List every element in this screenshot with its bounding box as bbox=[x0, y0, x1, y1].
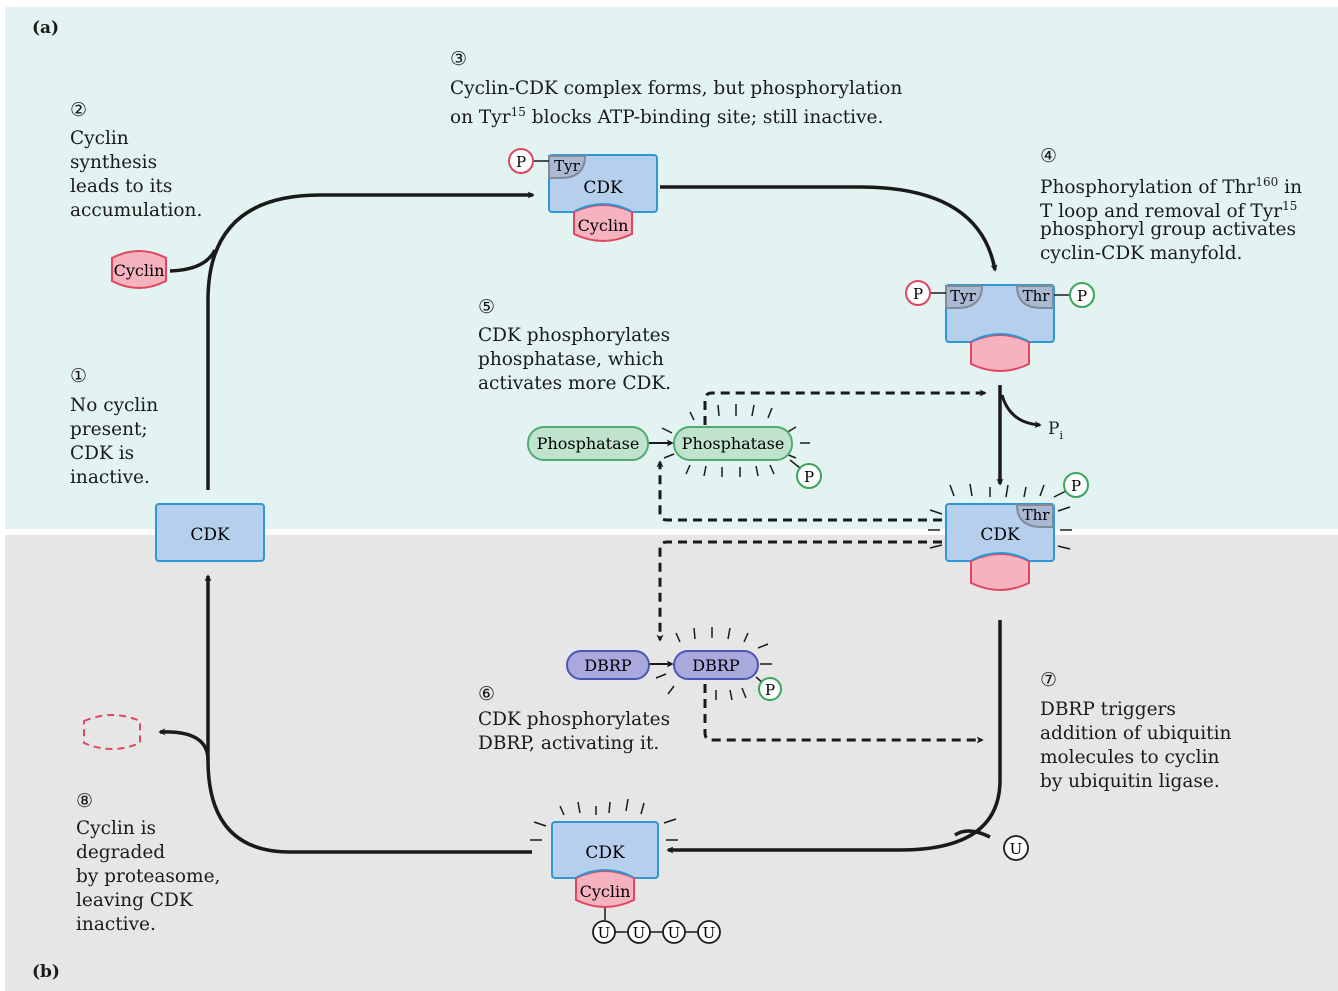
svg-text:Phosphatase: Phosphatase bbox=[682, 434, 785, 453]
arrow-pi-release bbox=[1000, 394, 1042, 429]
svg-text:P: P bbox=[1071, 477, 1081, 495]
dbrp-active: DBRP P bbox=[655, 627, 782, 701]
ubiquitin-free: U bbox=[1003, 835, 1029, 861]
phosphatase-active: Phosphatase P bbox=[661, 404, 822, 489]
step-2-number: ② bbox=[70, 99, 88, 121]
step-4-text-line3: phosphoryl group activates bbox=[1040, 219, 1296, 240]
svg-text:DBRP: DBRP bbox=[584, 656, 632, 675]
svg-text:U: U bbox=[668, 924, 681, 942]
step-7-number: ⑦ bbox=[1040, 669, 1058, 691]
cyclin-cdk-ubiquitinated: CDK Cyclin U U U U bbox=[530, 798, 721, 944]
panel-label-a: (a) bbox=[32, 18, 60, 38]
svg-text:P: P bbox=[804, 468, 814, 486]
step-7-text: DBRP triggers addition of ubiquitin mole… bbox=[1040, 699, 1232, 792]
svg-text:P: P bbox=[913, 285, 923, 303]
panel-label-b: (b) bbox=[32, 962, 60, 982]
svg-text:P: P bbox=[516, 153, 526, 171]
pi-label: Pi bbox=[1048, 419, 1063, 442]
step-5-text: CDK phosphorylates phosphatase, which ac… bbox=[478, 325, 672, 394]
svg-text:U: U bbox=[598, 924, 611, 942]
cyclin-cdk-complex-inactive: Tyr CDK Cyclin P bbox=[508, 148, 658, 242]
step-8-number: ⑧ bbox=[76, 790, 94, 812]
svg-text:P: P bbox=[1077, 287, 1087, 305]
svg-text:Tyr: Tyr bbox=[950, 287, 976, 305]
step-8-text: Cyclin is degraded by proteasome, leavin… bbox=[76, 818, 221, 935]
step-3-number: ③ bbox=[450, 48, 468, 70]
arrow-to-degraded-cyclin bbox=[158, 728, 210, 761]
step-3-text-line1: Cyclin-CDK complex forms, but phosphoryl… bbox=[450, 78, 903, 99]
cdk-inactive: CDK bbox=[155, 503, 265, 562]
svg-text:CDK: CDK bbox=[190, 525, 230, 545]
dashed-arrow-cdk-to-dbrp bbox=[656, 540, 942, 642]
svg-text:Phosphatase: Phosphatase bbox=[537, 434, 640, 453]
step-4-text-line2: T loop and removal of Tyr15 bbox=[1040, 199, 1298, 223]
step-6-text: CDK phosphorylates DBRP, activating it. bbox=[478, 709, 671, 754]
arrow-complex-to-active bbox=[660, 185, 998, 272]
panel-b-background bbox=[5, 535, 1338, 991]
cyclin-cdk-complex-active: Thr CDK P bbox=[928, 472, 1089, 591]
step-4-text-line4: cyclin-CDK manyfold. bbox=[1040, 243, 1243, 264]
svg-text:CDK: CDK bbox=[585, 843, 625, 863]
svg-text:CDK: CDK bbox=[980, 525, 1020, 545]
phosphatase-inactive: Phosphatase bbox=[527, 426, 649, 461]
step-4-number: ④ bbox=[1040, 145, 1058, 167]
svg-text:Thr: Thr bbox=[1023, 287, 1051, 305]
step-5-number: ⑤ bbox=[478, 296, 496, 318]
dashed-arrow-cdk-to-phosphatase bbox=[656, 460, 942, 522]
cyclin-degraded bbox=[83, 714, 141, 750]
step-4-text-line1: Phosphorylation of Thr160 in bbox=[1040, 175, 1303, 199]
dashed-arrow-dbrp-to-ligase bbox=[703, 684, 984, 744]
arrow-cdk-up bbox=[206, 191, 535, 490]
svg-text:U: U bbox=[1010, 840, 1023, 858]
cyclin-free: Cyclin bbox=[111, 250, 167, 289]
dashed-arrow-phosphatase-to-cdk bbox=[703, 389, 987, 425]
arrow-u-join bbox=[954, 829, 991, 839]
cyclin-cdk-complex-phosphorylated: Tyr Thr P P bbox=[905, 280, 1095, 372]
dbrp-inactive: DBRP bbox=[566, 650, 650, 680]
svg-text:Tyr: Tyr bbox=[554, 157, 580, 175]
svg-text:DBRP: DBRP bbox=[692, 656, 740, 675]
svg-text:P: P bbox=[765, 681, 775, 699]
svg-text:Cyclin: Cyclin bbox=[114, 261, 165, 280]
svg-text:CDK: CDK bbox=[583, 178, 623, 198]
step-1-number: ① bbox=[70, 365, 88, 387]
step-3-text-line2: on Tyr15 blocks ATP-binding site; still … bbox=[450, 105, 884, 129]
svg-text:U: U bbox=[703, 924, 716, 942]
step-1-text: No cyclin present; CDK is inactive. bbox=[70, 395, 159, 488]
arrow-degradation bbox=[204, 574, 532, 854]
svg-text:U: U bbox=[633, 924, 646, 942]
svg-text:Thr: Thr bbox=[1023, 506, 1051, 524]
svg-text:Cyclin: Cyclin bbox=[578, 216, 629, 235]
arrow-cyclin-join bbox=[169, 249, 217, 273]
step-6-number: ⑥ bbox=[478, 683, 496, 705]
svg-text:Cyclin: Cyclin bbox=[580, 882, 631, 901]
step-2-text: Cyclin synthesis leads to its accumulati… bbox=[70, 128, 203, 221]
